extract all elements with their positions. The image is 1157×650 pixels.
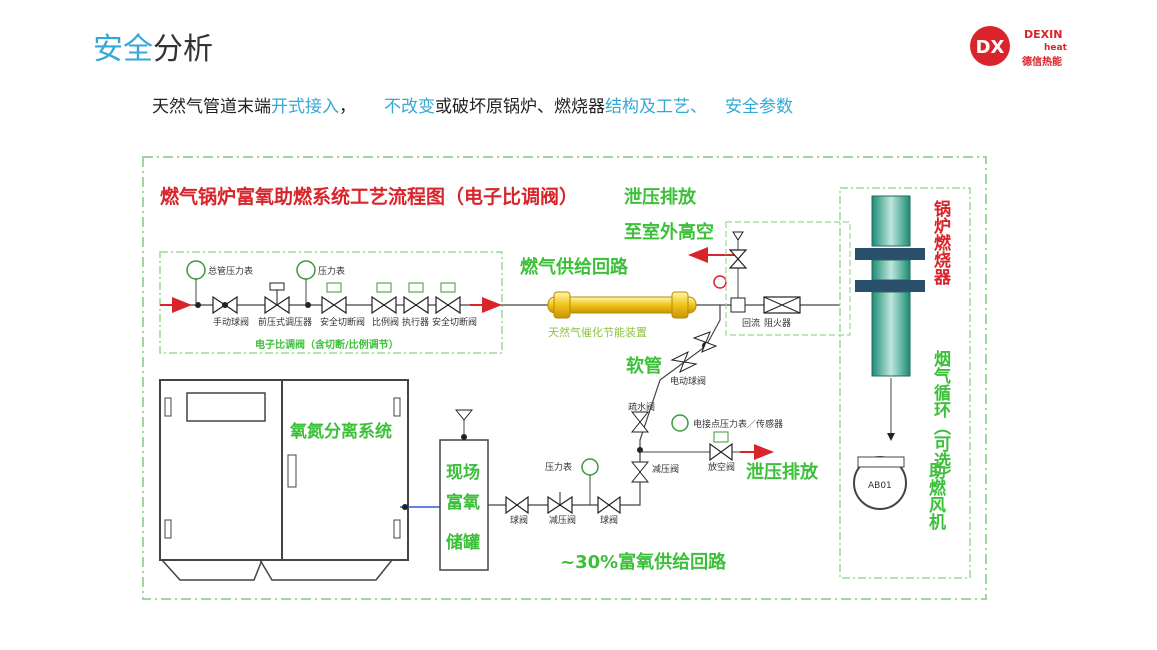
valve-proportional	[371, 282, 397, 315]
valve-label-5: 执行器	[402, 316, 429, 328]
vertical-valve-stack	[630, 411, 650, 483]
oxygen-valve-2	[597, 495, 621, 515]
hose-label: 软管	[626, 355, 662, 377]
oxygen-supply-line	[488, 305, 721, 506]
page-title: 安全分析	[93, 30, 213, 70]
oxygen-tank	[439, 409, 489, 571]
valve-actuator	[403, 282, 429, 315]
logo-sub: heat	[1044, 43, 1068, 53]
logo-mark: DX	[976, 37, 1005, 58]
valve-safety-cutoff-2	[435, 282, 461, 315]
oxygen-loop-label: ~30%富氧供给回路	[560, 551, 727, 573]
subtitle-seg6: 结构及工艺、	[605, 97, 707, 117]
title-highlight: 安全	[93, 32, 153, 67]
gauge-2-label: 压力表	[318, 265, 345, 277]
oxygen-valve-1-label: 球阀	[510, 514, 528, 526]
ratio-valve-group-box	[159, 251, 503, 354]
tank-label-1: 现场	[446, 463, 480, 483]
flue-gas-label: 烟气循环（可选）	[930, 349, 952, 486]
combustion-fan	[853, 456, 907, 510]
diagram-title: 燃气锅炉富氧助燃系统工艺流程图（电子比调阀）	[160, 185, 578, 208]
dexin-logo: DX DEXIN heat 德信热能	[970, 26, 1068, 68]
flame-arrestor-label: 阻火器	[764, 318, 791, 329]
vent-top-line1: 泄压排放	[624, 186, 697, 208]
gauge-main-label: 总管压力表	[208, 265, 253, 277]
vent-top-line2: 至室外高空	[624, 221, 714, 243]
valve-label-4: 比例阀	[372, 316, 399, 328]
vent-gauge	[713, 275, 727, 289]
oxygen-valve-1	[505, 495, 529, 515]
stack-valve-label: 减压阀	[652, 463, 679, 475]
tank-label-2: 富氧	[446, 492, 480, 513]
oxygen-system-label: 氧氮分离系统	[289, 421, 392, 442]
contact-gauge	[671, 414, 689, 432]
outlet-group-box	[725, 221, 851, 336]
catalyst-device-label: 天然气催化节能装置	[548, 325, 647, 339]
logo-cn: 德信热能	[1021, 55, 1062, 68]
vent-valve	[728, 231, 748, 269]
gauge-3	[581, 458, 599, 476]
reflux-box	[730, 297, 746, 313]
valve-label-1: 手动球阀	[213, 316, 249, 328]
subtitle-seg5: 或破坏原锅炉、燃烧器	[435, 97, 605, 117]
catalyst-device	[547, 291, 697, 319]
gauge-3-label: 压力表	[545, 461, 572, 473]
flame-arrestor	[763, 296, 801, 314]
vent-valve-right-label: 放空阀	[708, 461, 735, 473]
vent-right-label: 泄压排放	[746, 461, 819, 483]
reflux-label: 回流	[742, 317, 760, 329]
valve-label-3: 安全切断阀	[320, 316, 365, 328]
valve-pressure-regulator	[264, 282, 290, 315]
gas-loop-label: 燃气供给回路	[520, 256, 629, 278]
page-subtitle: 天然气管道末端开式接入， 不改变或破坏原锅炉、燃烧器结构及工艺、安全参数	[152, 94, 793, 120]
valve-label-6: 安全切断阀	[432, 316, 477, 328]
subtitle-seg1: 天然气管道末端	[152, 97, 271, 117]
valve-manual-ball	[212, 295, 238, 315]
drain-valve-label: 疏水阀	[628, 401, 655, 413]
vent-valve-right	[709, 431, 733, 462]
hose-valves	[670, 331, 718, 374]
contact-gauge-label: 电接点压力表／传感器	[693, 418, 783, 430]
oxygen-node-1	[402, 504, 408, 510]
logo-brand: DEXIN	[1024, 28, 1062, 41]
logo-circle	[970, 26, 1010, 66]
subtitle-seg3: ，	[339, 97, 356, 117]
subtitle-seg7: 安全参数	[725, 97, 793, 117]
subtitle-seg4: 不改变	[384, 97, 435, 117]
gauge-2	[296, 260, 316, 305]
oxygen-separator-cabinet	[159, 379, 409, 581]
title-rest: 分析	[153, 32, 213, 67]
boiler-burner	[855, 195, 925, 377]
fan-code: AB01	[868, 481, 892, 491]
oxygen-valve-2-label: 球阀	[600, 514, 618, 526]
fan-label: 助燃风机	[925, 461, 946, 531]
boiler-area-box	[839, 187, 971, 579]
subtitle-seg2: 开式接入	[271, 97, 339, 117]
tank-label-3: 储罐	[446, 532, 480, 553]
ratio-valve-group-label: 电子比调阀（含切断/比例调节）	[255, 338, 399, 351]
hose-valve-label: 电动球阀	[670, 375, 706, 387]
gauge-main	[186, 260, 206, 305]
oxygen-reducer	[547, 492, 573, 515]
valve-safety-cutoff-1	[321, 282, 347, 315]
valve-label-2: 前压式调压器	[258, 316, 312, 328]
oxygen-reducer-label: 减压阀	[549, 514, 576, 526]
diagram-frame	[142, 156, 987, 600]
boiler-burner-label: 锅炉燃烧器	[930, 199, 952, 286]
